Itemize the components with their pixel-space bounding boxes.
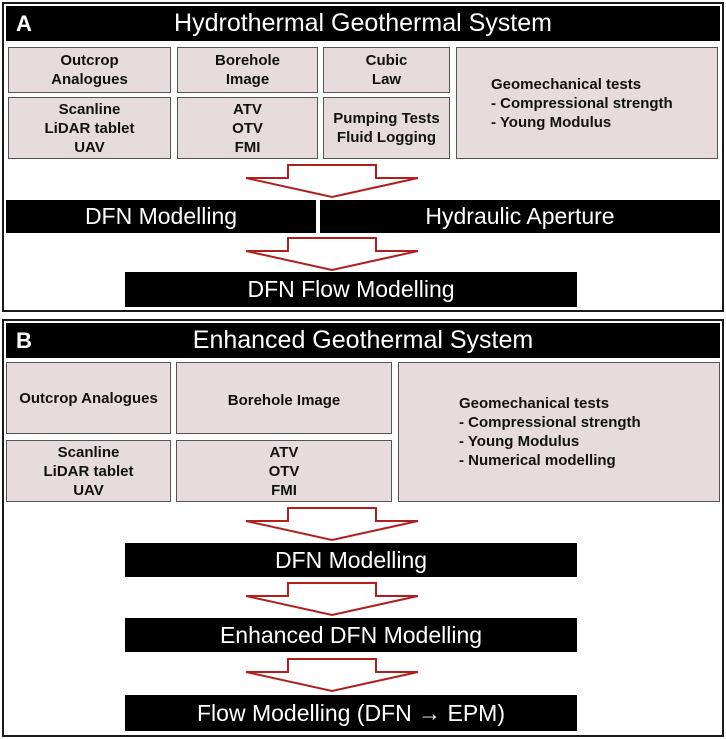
panel-a-title: Hydrothermal Geothermal System bbox=[174, 9, 552, 37]
panel-a-title-bar: A Hydrothermal Geothermal System bbox=[6, 6, 720, 41]
box-cubic-law: Cubic Law bbox=[323, 47, 450, 93]
down-arrow-icon bbox=[245, 164, 419, 199]
down-arrow-icon bbox=[245, 507, 419, 542]
panel-b-title: Enhanced Geothermal System bbox=[192, 326, 534, 354]
bar-dfn-modelling: DFN Modelling bbox=[125, 543, 577, 577]
box-scanline-lidar-uav: Scanline LiDAR tablet UAV bbox=[6, 440, 171, 502]
box-atv-otv-fmi: ATV OTV FMI bbox=[177, 97, 318, 159]
panel-b-title-bar: B Enhanced Geothermal System bbox=[6, 323, 720, 358]
down-arrow-icon bbox=[245, 582, 419, 617]
box-borehole-image: Borehole Image bbox=[177, 47, 318, 93]
bar-dfn-modelling: DFN Modelling bbox=[6, 200, 316, 233]
box-geomechanical-tests: Geomechanical tests - Compressional stre… bbox=[398, 362, 720, 502]
bar-enhanced-dfn-modelling: Enhanced DFN Modelling bbox=[125, 618, 577, 652]
panel-a-letter: A bbox=[16, 10, 32, 36]
box-pumping-fluid-logging: Pumping Tests Fluid Logging bbox=[323, 97, 450, 159]
panel-b-letter: B bbox=[16, 327, 32, 353]
down-arrow-icon bbox=[245, 237, 419, 272]
bar-flow-modelling-dfn-epm: Flow Modelling (DFN → EPM) bbox=[125, 695, 577, 731]
box-borehole-image: Borehole Image bbox=[176, 362, 392, 434]
box-geomechanical-tests: Geomechanical tests - Compressional stre… bbox=[456, 47, 718, 159]
box-outcrop-analogues: Outcrop Analogues bbox=[8, 47, 171, 93]
box-outcrop-analogues: Outcrop Analogues bbox=[6, 362, 171, 434]
bar-hydraulic-aperture: Hydraulic Aperture bbox=[320, 200, 720, 233]
box-atv-otv-fmi: ATV OTV FMI bbox=[176, 440, 392, 502]
box-scanline-lidar-uav: Scanline LiDAR tablet UAV bbox=[8, 97, 171, 159]
down-arrow-icon bbox=[245, 658, 419, 693]
bar-dfn-flow-modelling: DFN Flow Modelling bbox=[125, 272, 577, 307]
